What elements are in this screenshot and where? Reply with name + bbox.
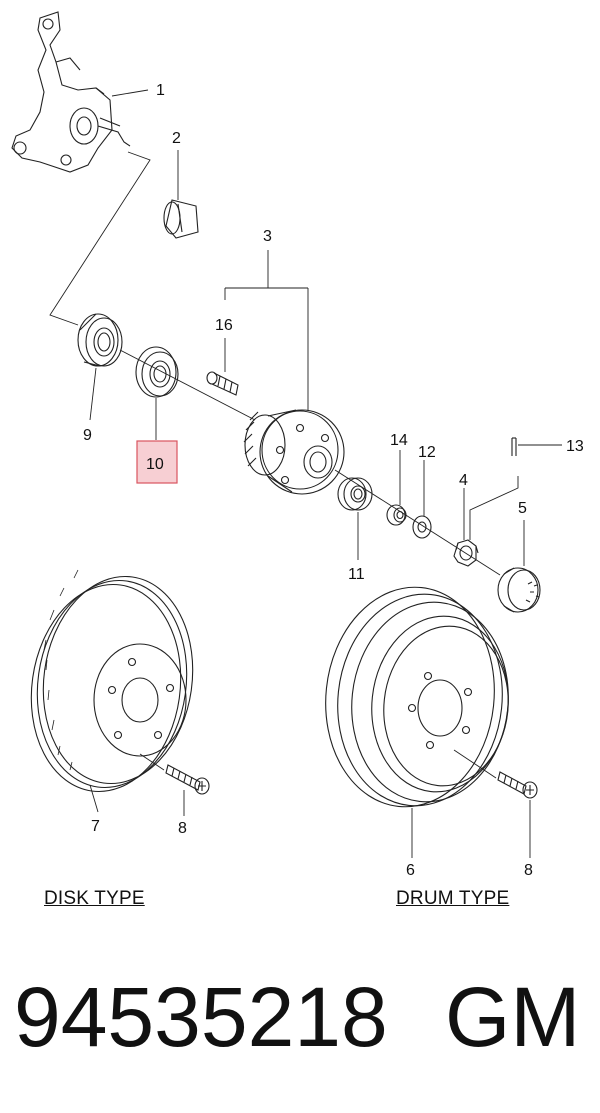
drum-screw-part (453, 749, 538, 799)
callout-16: 16 (215, 317, 233, 334)
callout-1: 1 (156, 82, 165, 99)
outer-bearing-part (77, 313, 123, 367)
disc-screw-part (139, 753, 210, 795)
disk-type-caption: DISK TYPE (44, 888, 145, 909)
outer-hub-bearing-part (337, 477, 373, 511)
callout-13: 13 (566, 438, 584, 455)
callout-9: 9 (83, 427, 92, 444)
leader-lines (49, 89, 562, 566)
brake-disc-part (30, 569, 194, 793)
callout-8-drum: 8 (524, 862, 533, 879)
bushing-part (163, 199, 199, 239)
steering-knuckle-part (11, 11, 131, 173)
washer-part (412, 515, 432, 539)
assembly-axis-line (119, 349, 256, 421)
exploded-parts-diagram: 1 2 3 16 9 10 14 12 13 4 5 11 7 8 6 8 (11, 11, 584, 879)
brand-label: GM (445, 970, 581, 1064)
castle-nut-part (453, 539, 479, 567)
callout-12: 12 (418, 444, 436, 461)
callout-8-disk: 8 (178, 820, 187, 837)
inner-bearing-part (135, 346, 179, 398)
dust-cap-part (497, 567, 541, 613)
drum-type-caption: DRUM TYPE (396, 888, 510, 909)
brake-drum-part (325, 586, 509, 808)
wheel-hub-part (243, 409, 345, 495)
highlighted-part-box (136, 440, 178, 484)
callout-7: 7 (91, 818, 100, 835)
lower-leader-lines (89, 784, 531, 858)
callout-5: 5 (518, 500, 527, 517)
part-number: 94535218 (14, 970, 388, 1064)
callout-4: 4 (459, 472, 468, 489)
seal-part (386, 504, 407, 526)
callout-2: 2 (172, 130, 181, 147)
callout-3: 3 (263, 228, 272, 245)
callout-11: 11 (348, 566, 365, 583)
hub-bolt-part (206, 371, 239, 396)
cotter-pin-part (511, 437, 517, 456)
callout-14: 14 (390, 432, 408, 449)
callout-6: 6 (406, 862, 415, 879)
callout-10: 10 (146, 456, 164, 473)
